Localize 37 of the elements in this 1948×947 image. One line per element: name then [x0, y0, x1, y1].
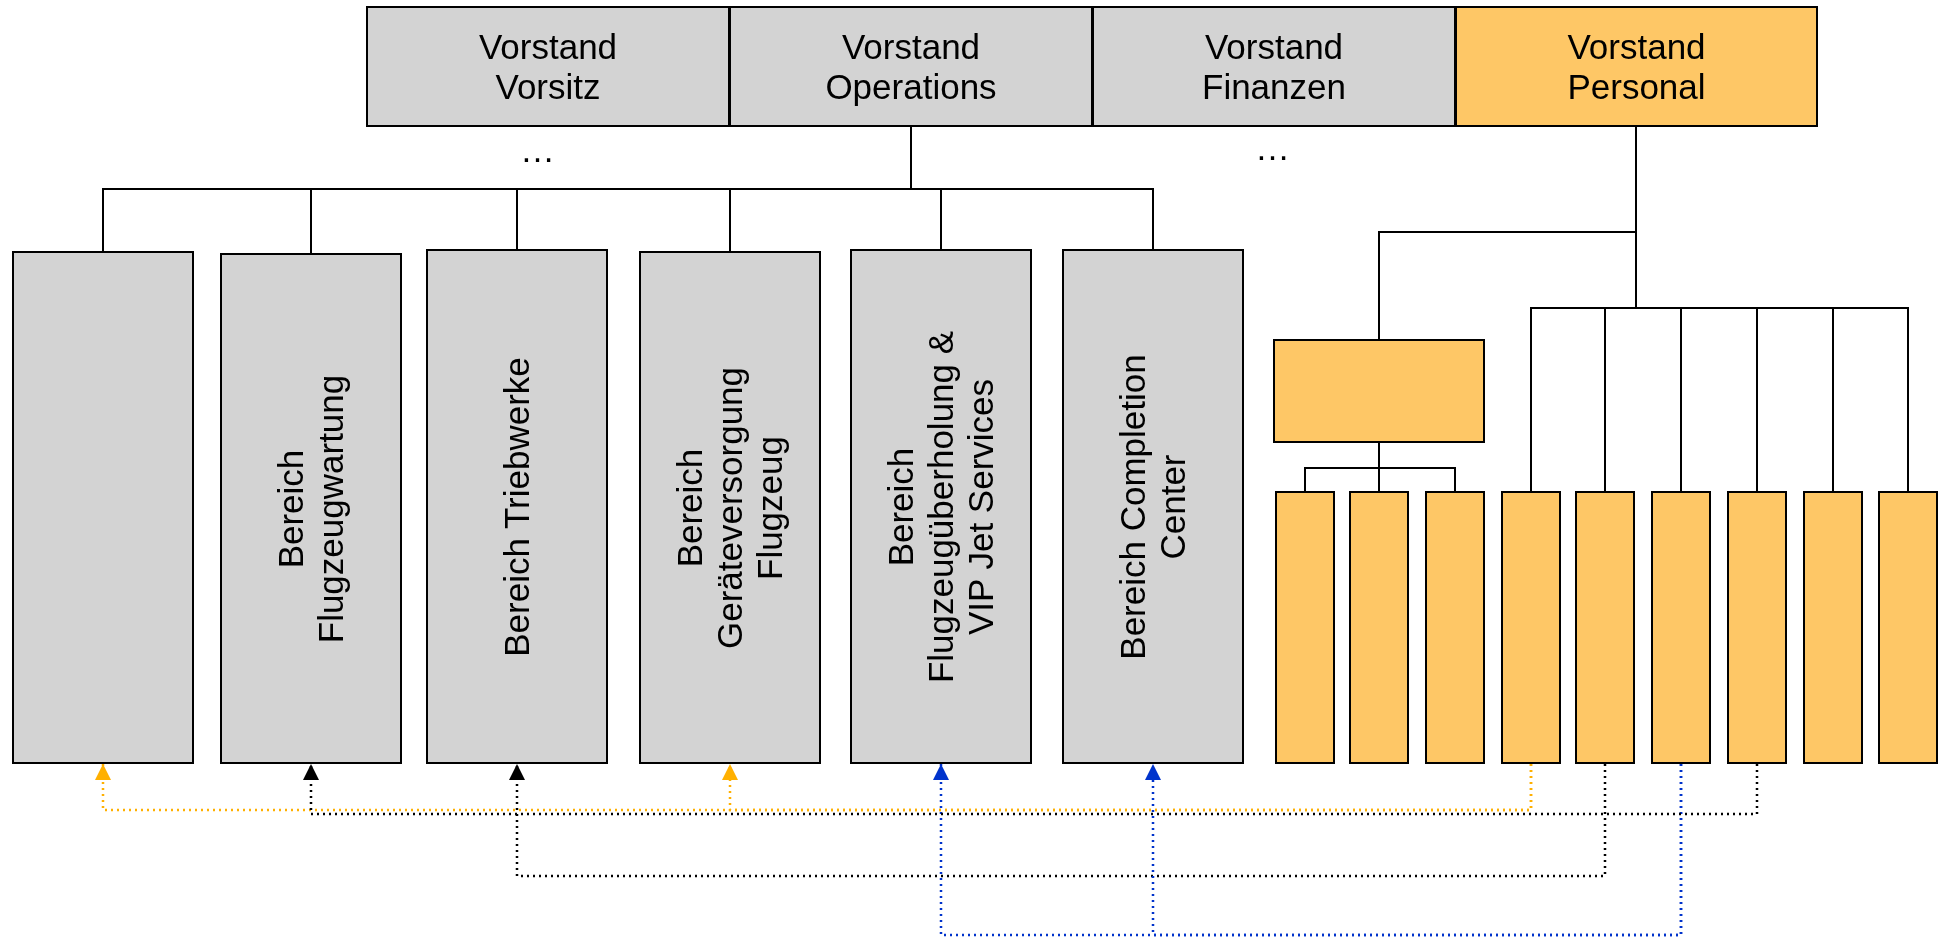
box-label: Vorstand Personal: [1566, 26, 1707, 107]
unit-box: [1651, 491, 1711, 764]
department-box: [850, 249, 1032, 764]
unit-box: [1273, 339, 1485, 443]
unit-box: [1803, 491, 1863, 764]
board-box: [1455, 6, 1818, 127]
box-label: Vorstand Finanzen: [1201, 26, 1347, 107]
dotted-arrow: [1145, 764, 1683, 937]
unit-box: [1425, 491, 1485, 764]
department-box: [1062, 249, 1244, 764]
unit-box: [1275, 491, 1335, 764]
box-label: Bereich Flugzeugwartung: [271, 373, 351, 645]
unit-box: [1501, 491, 1561, 764]
ellipsis-note: …: [520, 130, 555, 170]
unit-box: [1878, 491, 1938, 764]
unit-box: [1575, 491, 1635, 764]
department-box: [220, 253, 402, 764]
ellipsis-note: …: [1255, 128, 1290, 168]
department-box: [639, 251, 821, 764]
box-label: Bereich Flugzeugüberholung & VIP Jet Services: [881, 329, 1001, 685]
connector-line: [1378, 442, 1456, 492]
board-box: [729, 6, 1093, 127]
unit-box: [1349, 491, 1409, 764]
box-label: Bereich Triebwerke: [497, 355, 537, 659]
dotted-arrow: [303, 764, 1759, 816]
board-box: [1092, 6, 1456, 127]
dotted-arrow: [509, 764, 1607, 878]
box-label: Vorstand Vorsitz: [477, 26, 619, 107]
dotted-arrow: [722, 764, 1533, 812]
department-box: [12, 251, 194, 764]
unit-box: [1727, 491, 1787, 764]
box-label: Vorstand Operations: [824, 26, 998, 107]
connector-line: [910, 126, 1154, 250]
department-box: [426, 249, 608, 764]
box-label: Bereich Geräteversorgung Flugzeug: [670, 365, 790, 651]
board-box: [366, 6, 730, 127]
box-label: Bereich Completion Center: [1113, 352, 1193, 662]
